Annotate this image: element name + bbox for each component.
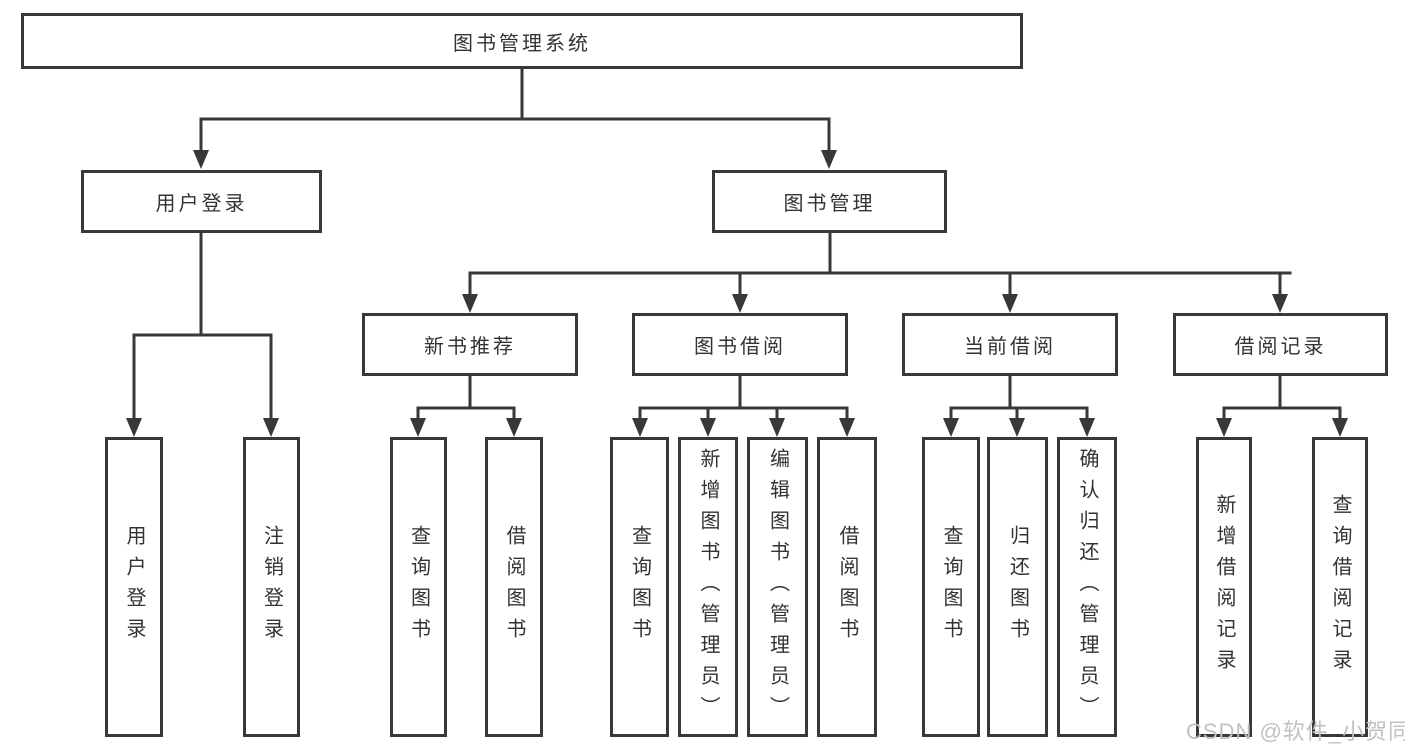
leaf-br-add-record-label: 新增借阅记录 xyxy=(1213,494,1235,680)
leaf-cb-query-books: 查询图书 xyxy=(922,437,980,737)
csdn-watermark: CSDN @软件_小贺同学 xyxy=(1186,719,1405,744)
leaf-cb-return-books-label: 归还图书 xyxy=(1006,525,1029,649)
node-root: 图书管理系统 xyxy=(21,13,1023,69)
arrow-down-icon xyxy=(410,418,426,437)
arrow-down-icon xyxy=(462,294,478,313)
node-user-login-label: 用户登录 xyxy=(155,193,248,215)
leaf-logout: 注销登录 xyxy=(243,437,300,737)
node-book-mgmt: 图书管理 xyxy=(712,170,947,233)
node-book-mgmt-label: 图书管理 xyxy=(783,193,876,215)
leaf-logout-label: 注销登录 xyxy=(260,525,283,649)
connector-root xyxy=(199,69,831,158)
node-book-borrow-label: 图书借阅 xyxy=(694,336,786,358)
leaf-cb-confirm-return-admin: 确认归还（管理员） xyxy=(1057,437,1117,737)
leaf-rec-query-books: 查询图书 xyxy=(390,437,447,737)
leaf-cb-return-books: 归还图书 xyxy=(987,437,1048,737)
arrow-down-icon xyxy=(700,418,716,437)
leaf-bb-add-books-admin: 新增图书（管理员） xyxy=(678,437,738,737)
arrow-down-icon xyxy=(839,418,855,437)
arrow-down-icon xyxy=(1216,418,1232,437)
leaf-bb-query-books-label: 查询图书 xyxy=(628,525,651,649)
arrow-down-icon xyxy=(1009,418,1025,437)
leaf-cb-query-books-label: 查询图书 xyxy=(940,525,962,649)
leaf-rec-borrow-books: 借阅图书 xyxy=(485,437,543,737)
arrow-down-icon xyxy=(263,418,279,437)
leaf-user-login: 用户登录 xyxy=(105,437,163,737)
leaf-bb-edit-books-admin-label: 编辑图书（管理员） xyxy=(766,447,789,727)
connector-new-book-rec xyxy=(416,376,516,427)
arrow-down-icon xyxy=(1002,294,1018,313)
arrow-down-icon xyxy=(506,418,522,437)
node-borrow-records-label: 借阅记录 xyxy=(1234,336,1327,358)
arrow-down-icon xyxy=(769,418,785,437)
node-new-book-rec: 新书推荐 xyxy=(362,313,578,376)
leaf-br-query-record: 查询借阅记录 xyxy=(1312,437,1368,737)
node-new-book-rec-label: 新书推荐 xyxy=(424,336,516,358)
leaf-bb-edit-books-admin: 编辑图书（管理员） xyxy=(747,437,808,737)
node-current-borrow-label: 当前借阅 xyxy=(964,336,1056,358)
connector-borrow-records xyxy=(1222,376,1342,427)
leaf-user-login-label: 用户登录 xyxy=(123,525,145,649)
connector-paths xyxy=(132,69,1342,427)
connector-user-login xyxy=(132,233,273,426)
leaf-br-add-record: 新增借阅记录 xyxy=(1196,437,1252,737)
leaf-bb-add-books-admin-label: 新增图书（管理员） xyxy=(697,447,719,727)
leaf-bb-query-books: 查询图书 xyxy=(610,437,669,737)
connector-book-mgmt xyxy=(468,233,1292,303)
arrow-down-icon xyxy=(126,418,142,437)
arrow-down-icon xyxy=(943,418,959,437)
node-borrow-records: 借阅记录 xyxy=(1173,313,1388,376)
arrow-down-icon xyxy=(732,294,748,313)
leaf-rec-query-books-label: 查询图书 xyxy=(407,525,430,649)
arrow-down-icon xyxy=(1079,418,1095,437)
node-book-borrow: 图书借阅 xyxy=(632,313,848,376)
node-root-label: 图书管理系统 xyxy=(453,32,591,55)
leaf-bb-borrow-books: 借阅图书 xyxy=(817,437,877,737)
leaf-rec-borrow-books-label: 借阅图书 xyxy=(503,525,525,649)
leaf-cb-confirm-return-admin-label: 确认归还（管理员） xyxy=(1076,447,1098,727)
arrow-down-icon xyxy=(1332,418,1348,437)
arrowheads xyxy=(126,150,1348,437)
node-user-login: 用户登录 xyxy=(81,170,322,233)
arrow-down-icon xyxy=(632,418,648,437)
arrow-down-icon xyxy=(1272,294,1288,313)
leaf-br-query-record-label: 查询借阅记录 xyxy=(1329,494,1351,680)
connector-book-borrow xyxy=(638,376,849,427)
arrow-down-icon xyxy=(193,150,209,169)
leaf-bb-borrow-books-label: 借阅图书 xyxy=(836,525,858,649)
arrow-down-icon xyxy=(821,150,837,169)
node-current-borrow: 当前借阅 xyxy=(902,313,1118,376)
connector-current-borrow xyxy=(949,376,1089,427)
